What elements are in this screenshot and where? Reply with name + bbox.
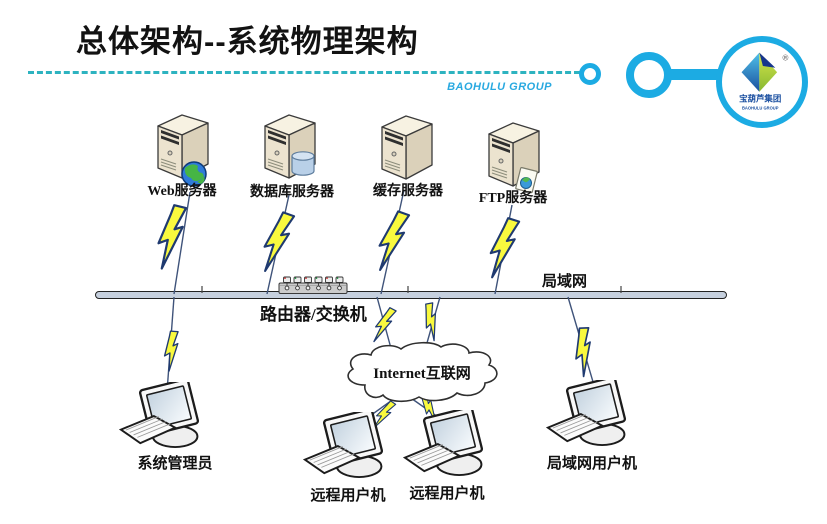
- remote-user-label: 远程用户机: [310, 488, 386, 504]
- internet-cloud: Internet互联网: [347, 341, 498, 403]
- logo-chain-ring-icon: [626, 52, 672, 98]
- logo-name-cn: 宝葫芦集团: [739, 94, 781, 104]
- registered-mark: ®: [782, 54, 788, 63]
- lan-bus-line: [95, 291, 727, 299]
- database-server-label: 数据库服务器: [250, 185, 334, 200]
- lan-user-label: 局域网用户机: [546, 456, 637, 472]
- internet-cloud-label: Internet互联网: [373, 365, 471, 382]
- cloud-shape-icon: [347, 341, 498, 403]
- page-title: 总体架构--系统物理架构: [76, 24, 419, 59]
- logo-connector-bar: [668, 69, 722, 80]
- ftp-server-label: FTP服务器: [478, 191, 548, 206]
- lan-user-computer-icon: [546, 380, 627, 447]
- baohulu-logo-icon: ® 宝葫芦集团 BAOHULU GROUP: [739, 52, 788, 111]
- remote-user-computer-icon: [403, 410, 484, 477]
- remote-user-label: 远程用户机: [409, 486, 485, 502]
- divider-end-ring-icon: [579, 63, 601, 85]
- system-admin-computer-icon: [119, 382, 200, 449]
- brand-text: BAOHULU GROUP: [447, 81, 552, 93]
- logo-name-en: BAOHULU GROUP: [742, 106, 779, 111]
- router-switch-label: 路由器/交换机: [260, 305, 367, 324]
- lan-label: 局域网: [542, 274, 588, 290]
- system-admin-label: 系统管理员: [137, 456, 213, 472]
- company-logo: ® 宝葫芦集团 BAOHULU GROUP: [716, 36, 808, 128]
- cache-server-label: 缓存服务器: [373, 184, 443, 199]
- header-dashed-divider: [28, 71, 580, 74]
- web-server-label: Web服务器: [147, 184, 217, 199]
- router-switch-icon: [278, 276, 348, 294]
- remote-user-computer-icon: [303, 412, 384, 479]
